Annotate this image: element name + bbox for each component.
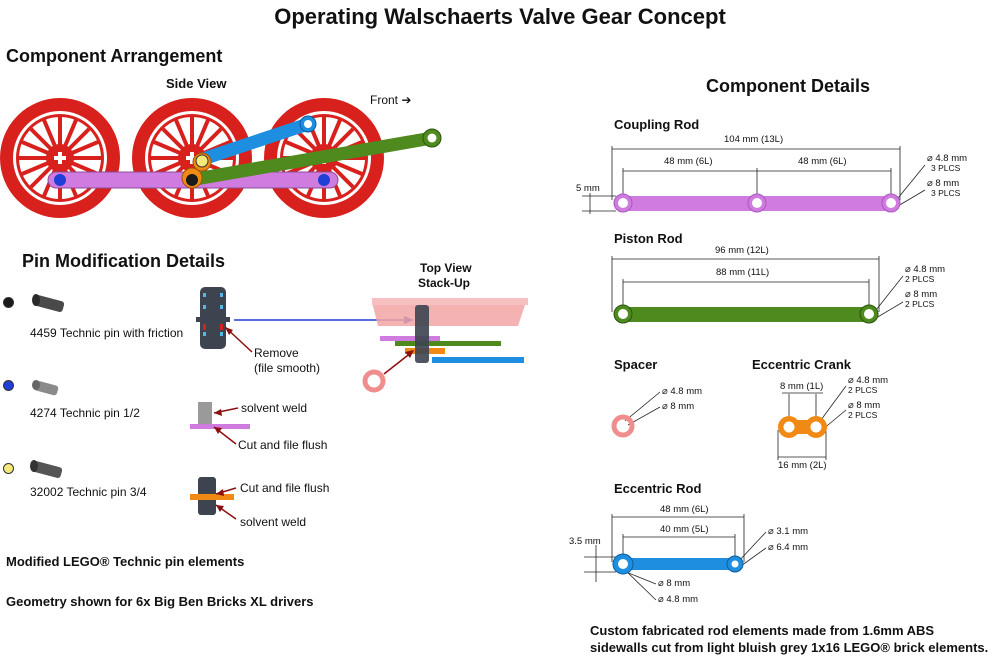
pin-4459-marker (186, 174, 198, 186)
coupling-rod-title: Coupling Rod (614, 117, 700, 132)
pin-4459-label: 4459 Technic pin with friction (30, 326, 184, 340)
coupling-seg2-dim: 48 mm (6L) (798, 156, 847, 167)
spacer-part (611, 414, 635, 438)
pin-32002-label: 32002 Technic pin 3/4 (30, 485, 147, 499)
details-heading: Component Details (706, 76, 871, 96)
crank-od-qty: 2 PLCS (848, 410, 878, 420)
driver-wheel-left (0, 96, 122, 220)
arrangement-heading: Component Arrangement (6, 46, 223, 66)
piston-rod-side (183, 128, 442, 187)
eccentric-rod-title: Eccentric Rod (614, 481, 702, 496)
eccentric-center-dim: 40 mm (5L) (660, 524, 709, 535)
spacer-hole-dim: ⌀ 4.8 mm (662, 386, 703, 397)
piston-rod-part (613, 304, 879, 324)
coupling-hole-dim: ⌀ 4.8 mm (927, 153, 968, 164)
pin-4274-marker-right (318, 174, 330, 186)
piston-hole-qty: 2 PLCS (905, 274, 935, 284)
footnote-line-1: Custom fabricated rod elements made from… (590, 623, 935, 638)
piston-od-dim: ⌀ 8 mm (905, 289, 938, 300)
cut-flush-note-2: Cut and file flush (240, 481, 330, 495)
pin-4274-icon (32, 380, 59, 396)
coupling-hole-qty: 3 PLCS (931, 163, 961, 173)
crank-od-dim: ⌀ 8 mm (848, 400, 881, 411)
driver-wheel-middle (130, 96, 254, 220)
coupling-overall-dim: 104 mm (13L) (724, 134, 784, 145)
remove-note: Remove (254, 346, 299, 360)
side-view-label: Side View (166, 76, 227, 91)
coupling-od-qty: 3 PLCS (931, 188, 961, 198)
eccentric-height-dim: 3.5 mm (569, 536, 601, 547)
pin-4459-dot (3, 297, 14, 308)
pin-4274-modified (190, 402, 250, 429)
coupling-od-dim: ⌀ 8 mm (927, 178, 960, 189)
front-label: Front ➔ (370, 93, 412, 107)
eccentric-crank-part (778, 416, 827, 438)
piston-overall-dim: 96 mm (12L) (715, 245, 769, 256)
pin-32002-marker (195, 154, 209, 168)
remove-sub-note: (file smooth) (254, 361, 321, 375)
crank-title: Eccentric Crank (752, 357, 851, 372)
eccentric-large-od-dim: ⌀ 8 mm (658, 578, 691, 589)
modified-pins-note: Modified LEGO® Technic pin elements (6, 554, 245, 569)
top-view-label: Top View (420, 261, 472, 275)
eccentric-overall-dim: 48 mm (6L) (660, 504, 709, 515)
eccentric-rod-part (612, 553, 744, 575)
spacer-title: Spacer (614, 357, 658, 372)
piston-od-qty: 2 PLCS (905, 299, 935, 309)
solvent-weld-note-1: solvent weld (241, 401, 308, 415)
pin-32002-dot (3, 463, 14, 474)
piston-center-dim: 88 mm (11L) (716, 267, 770, 278)
pin-4274-label: 4274 Technic pin 1/2 (30, 406, 140, 420)
footnote-line-2: sidewalls cut from light bluish grey 1x1… (590, 640, 989, 655)
geometry-note: Geometry shown for 6x Big Ben Bricks XL … (6, 594, 314, 609)
piston-rod-title: Piston Rod (614, 231, 683, 246)
coupling-height-dim: 5 mm (576, 183, 600, 194)
spacer-od-dim: ⌀ 8 mm (662, 401, 695, 412)
eccentric-small-hole-dim: ⌀ 3.1 mm (768, 526, 809, 537)
solvent-weld-note-2: solvent weld (240, 515, 307, 529)
pin-4459-icon (32, 294, 65, 313)
pin-32002-modified (190, 477, 234, 515)
coupling-rod-part (613, 193, 901, 213)
pin-mod-heading: Pin Modification Details (22, 251, 226, 271)
coupling-seg1-dim: 48 mm (6L) (664, 156, 713, 167)
dimension-lines (582, 146, 926, 601)
eccentric-small-od-dim: ⌀ 6.4 mm (768, 542, 809, 553)
cut-flush-note-1: Cut and file flush (238, 438, 328, 452)
pin-4274-dot (3, 380, 14, 391)
crank-pitch-dim: 8 mm (1L) (780, 381, 824, 392)
friction-pin-modified (196, 287, 230, 349)
piston-hole-dim: ⌀ 4.8 mm (905, 264, 946, 275)
crank-overall-dim: 16 mm (2L) (778, 460, 827, 471)
eccentric-rod-side (193, 115, 317, 167)
eccentric-large-hole-dim: ⌀ 4.8 mm (658, 594, 699, 605)
stackup-label: Stack-Up (418, 276, 471, 290)
pin-32002-icon (30, 460, 63, 479)
pin-4274-marker-left (54, 174, 66, 186)
top-view-stackup (362, 298, 528, 393)
crank-hole-dim: ⌀ 4.8 mm (848, 375, 889, 386)
crank-hole-qty: 2 PLCS (848, 385, 878, 395)
page-title: Operating Walschaerts Valve Gear Concept (274, 4, 726, 29)
